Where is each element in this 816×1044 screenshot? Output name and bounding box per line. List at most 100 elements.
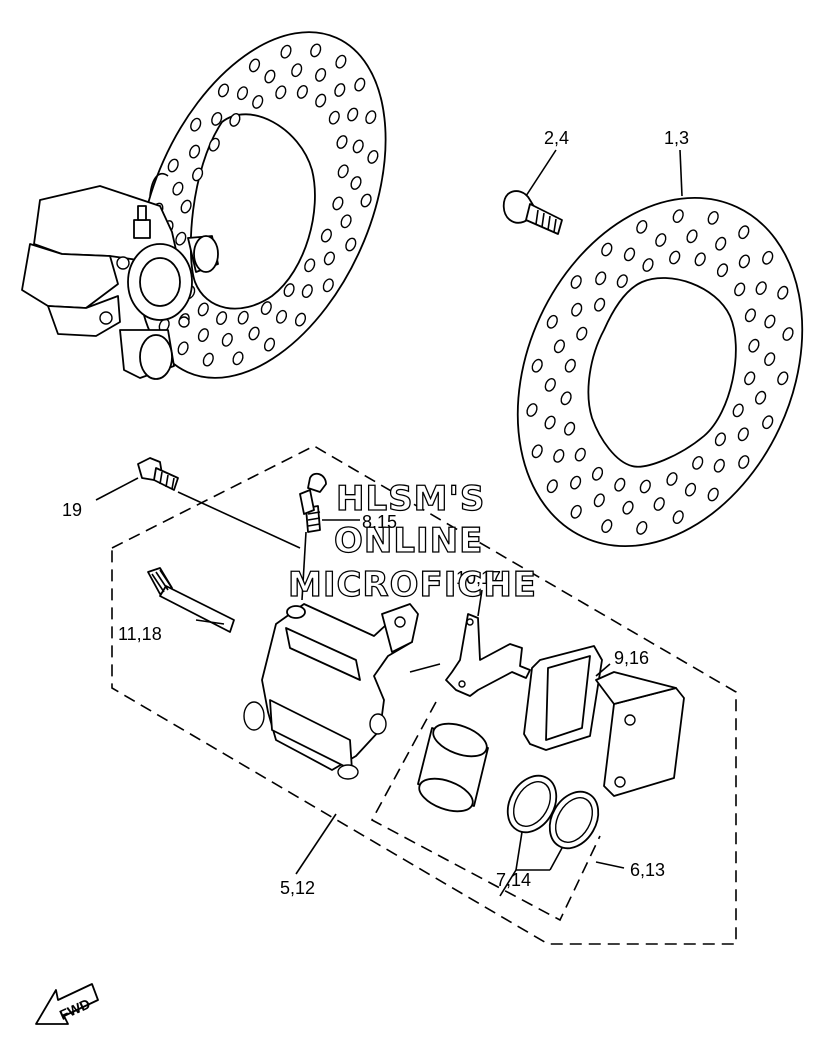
disc-vent-hole — [738, 254, 751, 269]
leader-lines — [95, 149, 683, 897]
pad-support — [445, 613, 531, 697]
disc-vent-hole — [707, 487, 719, 502]
disc-vent-hole — [332, 196, 344, 211]
disc-vent-hole — [569, 475, 582, 490]
watermark-line-3: MICROFICHE — [288, 565, 537, 605]
disc-vent-hole — [347, 107, 359, 122]
disc-vent-hole — [564, 358, 576, 373]
disc-vent-hole — [636, 220, 648, 234]
brake-pad-inner — [523, 645, 603, 751]
callout-1-3: 1,3 — [664, 128, 689, 148]
caliper-bolt — [137, 457, 179, 491]
disc-vent-hole — [275, 85, 287, 100]
disc-vent-hole — [655, 233, 667, 247]
disc-vent-hole — [252, 94, 264, 109]
disc-vent-hole — [190, 117, 202, 132]
callout-10-17: 10,17 — [456, 568, 501, 588]
callout-7-14: 7,14 — [496, 870, 531, 890]
disc-vent-hole — [666, 472, 678, 486]
disc-vent-hole — [571, 302, 583, 317]
callout-6-13: 6,13 — [630, 860, 665, 880]
disc-vent-hole — [595, 271, 607, 286]
brake-pad-outer — [595, 671, 685, 797]
disc-vent-hole — [216, 311, 228, 326]
disc-vent-hole — [237, 310, 249, 325]
disc-vent-hole — [622, 500, 634, 515]
disc-vent-hole — [715, 236, 727, 251]
disc-vent-hole — [260, 301, 272, 316]
disc-vent-hole — [623, 247, 636, 262]
caliper-assembly-boundary — [111, 445, 737, 945]
disc-vent-hole — [642, 258, 654, 272]
bleeder-screw — [299, 472, 327, 533]
disc-vent-hole — [669, 250, 681, 265]
disc-vent-hole — [192, 167, 204, 182]
disc-vent-hole — [553, 449, 565, 463]
disc-vent-hole — [782, 327, 794, 341]
disc-vent-hole — [737, 427, 749, 442]
disc-vent-hole — [365, 110, 377, 125]
disc-vent-hole — [202, 352, 214, 367]
disc-vent-hole — [294, 312, 307, 327]
disc-vent-hole — [560, 391, 572, 406]
disc-vent-hole — [570, 504, 582, 519]
watermark-line-2: ONLINE — [334, 521, 483, 561]
disc-vent-hole — [563, 421, 576, 436]
callout-9-16: 9,16 — [614, 648, 649, 668]
callout-8-15: 8,15 — [362, 512, 397, 532]
caliper-piston — [417, 722, 489, 813]
disc-vent-hole — [762, 415, 774, 430]
disc-vent-hole — [340, 214, 352, 229]
slide-pin — [147, 567, 235, 633]
disc-vent-hole — [189, 144, 201, 159]
disc-vent-hole — [217, 83, 230, 98]
disc-vent-hole — [707, 211, 719, 225]
disc-vent-hole — [296, 84, 308, 99]
disc-vent-hole — [229, 112, 241, 127]
disc-vent-hole — [531, 444, 543, 459]
disc-vent-hole — [275, 309, 288, 324]
disc-vent-hole — [653, 497, 665, 511]
disc-vent-hole — [601, 242, 613, 257]
piston-seal-boundary — [370, 701, 601, 922]
disc-vent-hole — [248, 58, 261, 73]
disc-vent-hole — [738, 455, 750, 469]
disc-vent-hole — [221, 332, 233, 347]
disc-vent-hole — [754, 390, 767, 405]
disc-vent-hole — [208, 137, 220, 152]
disc-vent-hole — [367, 149, 379, 164]
disc-vent-hole — [323, 251, 335, 266]
disc-vent-hole — [197, 302, 209, 317]
disc-vent-hole — [636, 521, 648, 535]
disc-vent-hole — [180, 199, 192, 214]
disc-vent-hole — [345, 237, 357, 252]
disc-vent-hole — [732, 403, 744, 418]
disc-vent-hole — [672, 510, 684, 524]
disc-vent-hole — [714, 432, 727, 447]
disc-vent-hole — [744, 371, 756, 386]
disc-vent-hole — [350, 176, 362, 190]
disc-vent-hole — [570, 275, 582, 289]
disc-vent-hole — [672, 209, 684, 223]
disc-vent-hole — [211, 111, 223, 126]
disc-vent-hole — [232, 351, 244, 366]
disc-vent-hole — [748, 338, 760, 353]
disc-vent-hole — [315, 93, 327, 108]
disc-vent-hole — [236, 86, 249, 101]
fwd-arrow-icon: FWD — [35, 983, 99, 1025]
callout-5-12: 5,12 — [280, 878, 315, 898]
assembled-caliper — [21, 172, 219, 380]
disc-vent-hole — [686, 229, 698, 244]
disc-vent-hole — [531, 358, 543, 373]
disc-vent-hole — [291, 63, 303, 78]
disc-vent-hole — [744, 308, 757, 323]
disc-vent-hole — [716, 263, 729, 278]
assembled-brake-disc — [137, 31, 387, 379]
callout-11-18: 11,18 — [118, 624, 162, 644]
disc-vent-hole — [304, 258, 316, 273]
dust-seal — [548, 790, 600, 850]
disc-vent-hole — [175, 231, 187, 246]
disc-vent-hole — [360, 193, 372, 208]
watermark: HLSM'S ONLINE MICROFICHE — [287, 478, 537, 605]
